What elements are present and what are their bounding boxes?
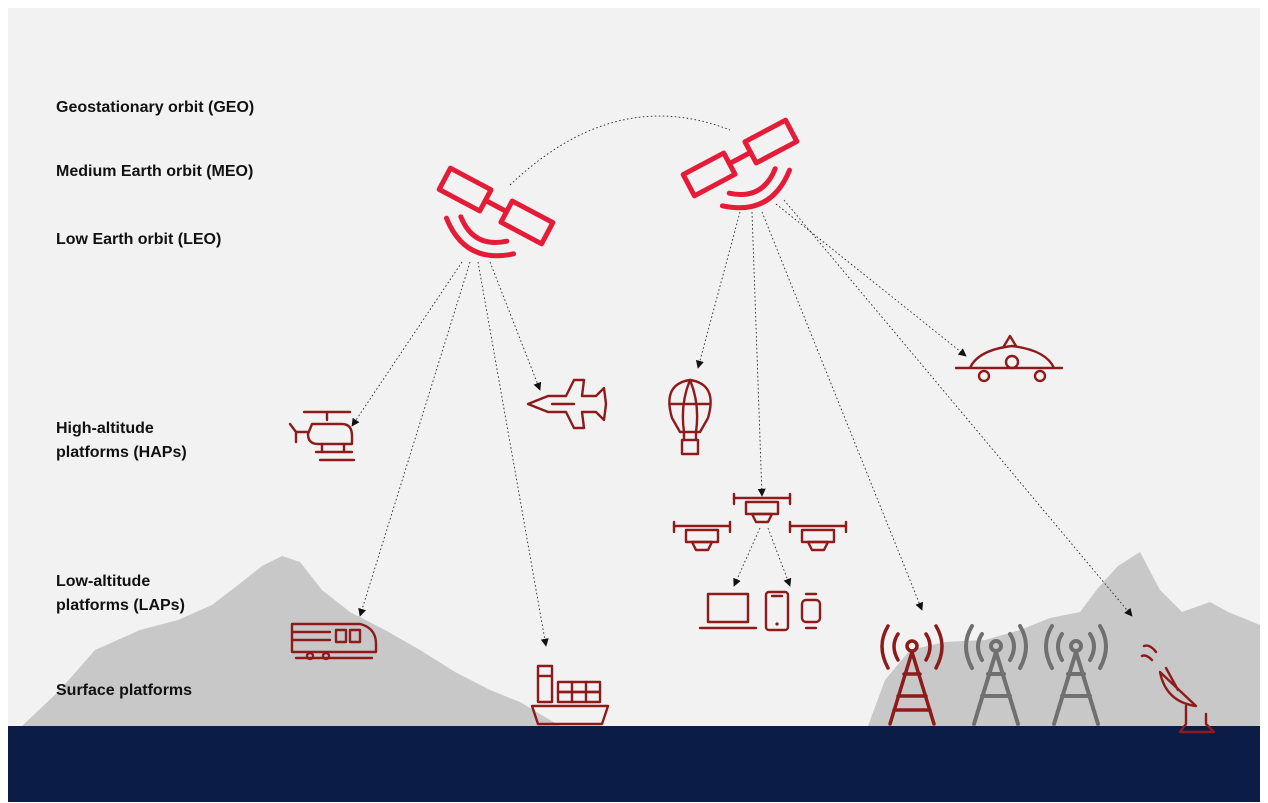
train-icon <box>290 622 378 661</box>
link-geo-drone <box>751 211 766 497</box>
drone-icon <box>788 520 848 552</box>
smartphone-icon <box>764 590 790 632</box>
airplane-icon <box>954 334 1064 383</box>
drone-icon <box>732 492 792 524</box>
radio-tower-icon <box>1044 624 1108 726</box>
drone-icon <box>672 520 732 552</box>
radio-tower-icon <box>880 624 944 726</box>
ground-band <box>8 726 1260 802</box>
fighter-jet-icon <box>526 378 608 430</box>
link-geo-tower <box>761 211 924 611</box>
hot-air-balloon-icon <box>668 378 712 456</box>
label-laps-line2: platforms (LAPs) <box>56 597 185 614</box>
laptop-icon <box>698 592 758 630</box>
downlinks <box>351 199 1133 647</box>
helicopter-icon <box>288 410 356 462</box>
label-meo: Medium Earth orbit (MEO) <box>56 163 254 180</box>
link-geo-balloon <box>695 211 741 369</box>
link-leo-jet <box>489 261 542 391</box>
link-leo-ship <box>477 261 549 647</box>
label-haps-line1: High-altitude <box>56 420 154 437</box>
label-haps-line2: platforms (HAPs) <box>56 444 187 461</box>
link-leo-helicopter <box>351 261 463 427</box>
label-surface: Surface platforms <box>56 682 193 699</box>
label-laps-line1: Low-altitude <box>56 573 151 590</box>
radio-tower-icon <box>964 624 1028 726</box>
link-leo-train <box>358 261 471 617</box>
smartwatch-icon <box>800 592 822 630</box>
label-geo: Geostationary orbit (GEO) <box>56 99 255 116</box>
satellite-icon <box>680 117 800 211</box>
label-leo: Low Earth orbit (LEO) <box>56 231 222 248</box>
satellite-dish-icon <box>1140 644 1216 734</box>
link-geo-plane <box>775 203 967 357</box>
cargo-ship-icon <box>530 664 610 726</box>
satellite-icon <box>436 165 556 259</box>
link-drone-laptop <box>733 527 761 587</box>
